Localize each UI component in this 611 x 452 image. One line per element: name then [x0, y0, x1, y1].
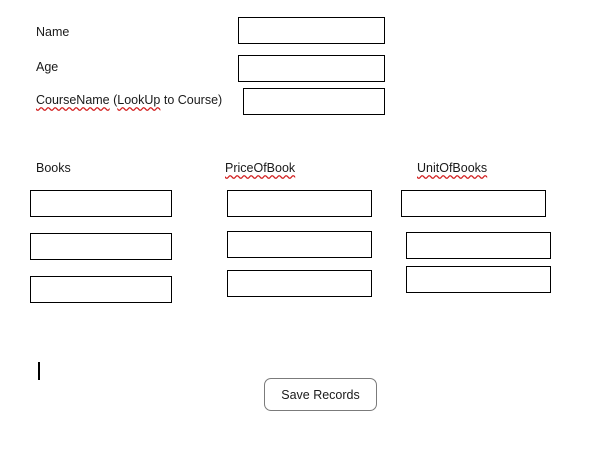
coursename-label-tail: to Course)	[160, 93, 223, 107]
books-input-2[interactable]	[30, 233, 172, 260]
save-records-button-label: Save Records	[281, 387, 360, 402]
books-input-3[interactable]	[30, 276, 172, 303]
coursename-label-open-paren: (	[109, 93, 118, 107]
priceofbook-column-header: PriceOfBook	[225, 161, 296, 175]
coursename-label-text: CourseName	[36, 93, 110, 107]
priceofbook-input-3[interactable]	[227, 270, 372, 297]
coursename-label: CourseName (LookUp to Course)	[36, 94, 222, 107]
save-records-button[interactable]: Save Records	[264, 378, 377, 411]
lookup-label-text: LookUp	[117, 93, 161, 107]
age-label: Age	[36, 60, 59, 74]
name-label: Name	[36, 25, 70, 39]
unitofbooks-input-1[interactable]	[401, 190, 546, 217]
priceofbook-input-1[interactable]	[227, 190, 372, 217]
books-input-1[interactable]	[30, 190, 172, 217]
text-cursor-caret	[38, 362, 40, 380]
age-input[interactable]	[238, 55, 385, 82]
unitofbooks-column-header: UnitOfBooks	[417, 161, 488, 175]
unitofbooks-input-2[interactable]	[406, 232, 551, 259]
unitofbooks-input-3[interactable]	[406, 266, 551, 293]
books-column-header: Books	[36, 161, 71, 175]
coursename-input[interactable]	[243, 88, 385, 115]
priceofbook-input-2[interactable]	[227, 231, 372, 258]
name-input[interactable]	[238, 17, 385, 44]
